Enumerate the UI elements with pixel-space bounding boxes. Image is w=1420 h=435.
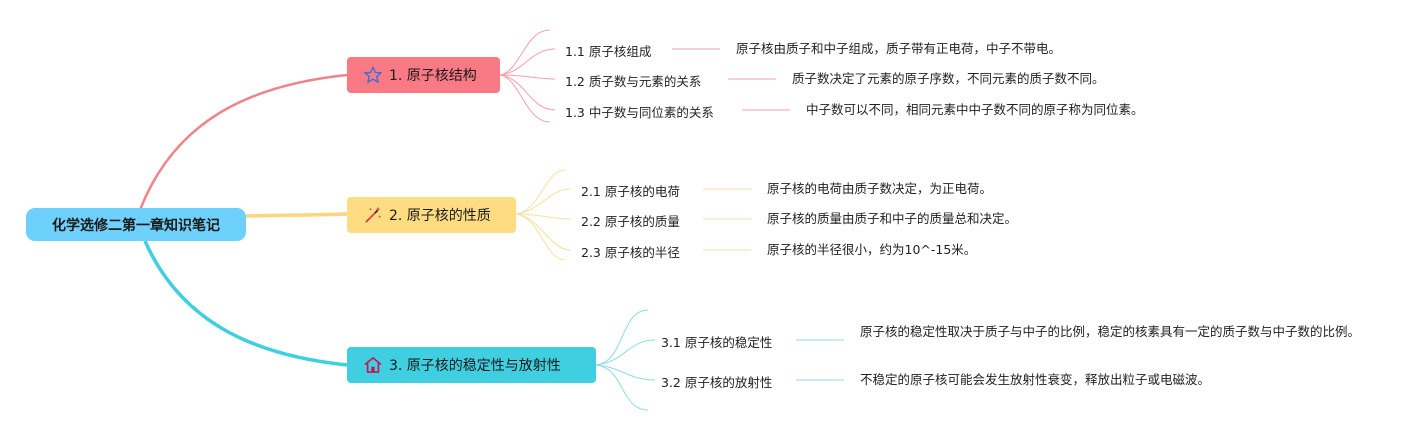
leaf-3-1[interactable]: 原子核的稳定性取决于质子与中子的比例，稳定的核素具有一定的质子数与中子数的比例。 (860, 324, 1361, 339)
edge-group-branch-1 (499, 29, 790, 123)
edge-group-branch-2 (515, 169, 751, 261)
branch-label: 1. 原子核结构 (389, 68, 477, 84)
subtopic-1-2[interactable]: 1.2 质子数与元素的关系 (565, 74, 702, 89)
edge-root-branch-1 (138, 73, 348, 211)
root-topic-label: 化学选修二第一章知识笔记 (52, 217, 220, 234)
subtopic-2-3[interactable]: 2.3 原子核的半径 (581, 245, 680, 260)
subtopic-3-2[interactable]: 3.2 原子核的放射性 (661, 375, 773, 390)
leaf-1-3[interactable]: 中子数可以不同，相同元素中中子数不同的原子称为同位素。 (806, 102, 1144, 117)
subtopic-2-1[interactable]: 2.1 原子核的电荷 (581, 184, 680, 199)
subtopic-3-1[interactable]: 3.1 原子核的稳定性 (661, 335, 773, 350)
subtopic-1-3[interactable]: 1.3 中子数与同位素的关系 (565, 105, 714, 120)
leaf-2-1[interactable]: 原子核的电荷由质子数决定，为正电荷。 (767, 181, 993, 196)
branch-label: 2. 原子核的性质 (389, 208, 491, 224)
branch-atomic-nucleus-properties[interactable]: 2. 原子核的性质 (347, 197, 516, 233)
branch-stability-and-radioactivity[interactable]: 3. 原子核的稳定性与放射性 (347, 347, 596, 383)
leaf-2-2[interactable]: 原子核的质量由质子和中子的质量总和决定。 (767, 211, 1018, 226)
leaf-1-2[interactable]: 质子数决定了元素的原子序数，不同元素的质子数不同。 (792, 71, 1105, 86)
home-icon (363, 355, 383, 375)
branch-atomic-nucleus-structure[interactable]: 1. 原子核结构 (347, 57, 500, 93)
root-topic[interactable]: 化学选修二第一章知识笔记 (26, 208, 246, 241)
magic-wand-icon (363, 205, 383, 225)
edge-root-branch-3 (143, 240, 348, 367)
edge-group-branch-3 (595, 309, 844, 411)
subtopic-2-2[interactable]: 2.2 原子核的质量 (581, 214, 680, 229)
leaf-3-2[interactable]: 不稳定的原子核可能会发生放射性衰变，释放出粒子或电磁波。 (860, 372, 1211, 387)
edge-root-branch-2 (245, 212, 348, 218)
subtopic-1-1[interactable]: 1.1 原子核组成 (565, 44, 652, 59)
star-icon (363, 65, 383, 85)
leaf-2-3[interactable]: 原子核的半径很小，约为10^-15米。 (767, 242, 977, 257)
leaf-1-1[interactable]: 原子核由质子和中子组成，质子带有正电荷，中子不带电。 (736, 41, 1062, 56)
branch-label: 3. 原子核的稳定性与放射性 (389, 358, 561, 374)
